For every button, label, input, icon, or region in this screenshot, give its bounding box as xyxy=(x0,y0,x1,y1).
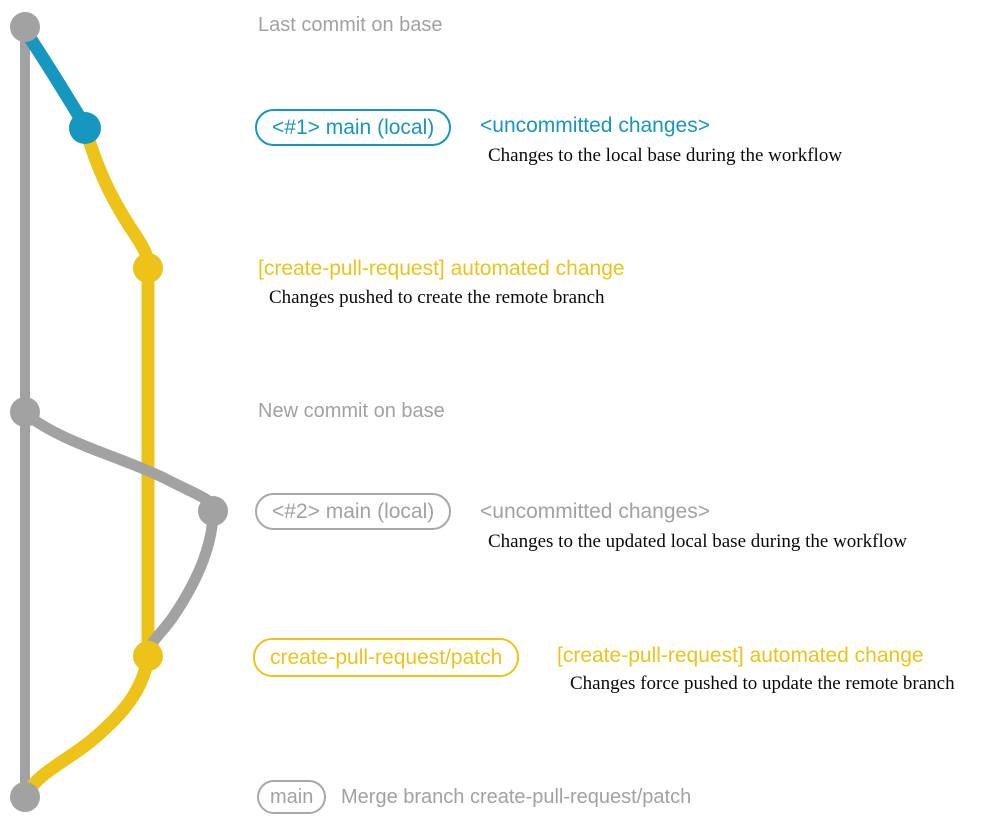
remote-branch-merge-line xyxy=(20,650,155,801)
remote-branch-line-1 xyxy=(79,124,155,663)
heading-uncommitted-changes-2: <uncommitted changes> xyxy=(480,500,710,523)
git-graph xyxy=(10,12,228,812)
branch-badge-main-local-1: <#1> main (local) xyxy=(255,109,452,146)
caption-new-commit-on-base: New commit on base xyxy=(258,400,445,422)
description-updated-local-base-changes: Changes to the updated local base during… xyxy=(488,531,907,552)
local-main-branch-line-1 xyxy=(19,25,89,128)
caption-last-commit-on-base: Last commit on base xyxy=(258,14,443,36)
commit-dot-remote-2 xyxy=(133,641,163,671)
local-main-branch-line-2 xyxy=(20,408,219,661)
branch-badge-create-pull-request-patch: create-pull-request/patch xyxy=(253,638,520,677)
commit-dot-local-main-1 xyxy=(69,112,101,144)
commit-dot-local-main-2 xyxy=(198,496,228,526)
heading-uncommitted-changes-1: <uncommitted changes> xyxy=(480,114,710,137)
commit-dot-merge xyxy=(10,782,40,812)
branch-badge-main-local-2: <#2> main (local) xyxy=(255,493,452,530)
commit-dot-remote-1 xyxy=(133,253,163,283)
commit-dot-last-base xyxy=(10,12,40,42)
description-local-base-changes-1: Changes to the local base during the wor… xyxy=(488,145,843,166)
caption-merge-branch: Merge branch create-pull-request/patch xyxy=(341,786,692,808)
heading-automated-change-1: [create-pull-request] automated change xyxy=(258,257,625,280)
description-push-create-remote-branch: Changes pushed to create the remote bran… xyxy=(269,287,605,308)
heading-automated-change-2: [create-pull-request] automated change xyxy=(557,644,924,667)
branch-badge-main: main xyxy=(257,780,327,814)
description-force-push-update-remote-branch: Changes force pushed to update the remot… xyxy=(570,673,955,694)
commit-dot-new-base xyxy=(10,397,40,427)
